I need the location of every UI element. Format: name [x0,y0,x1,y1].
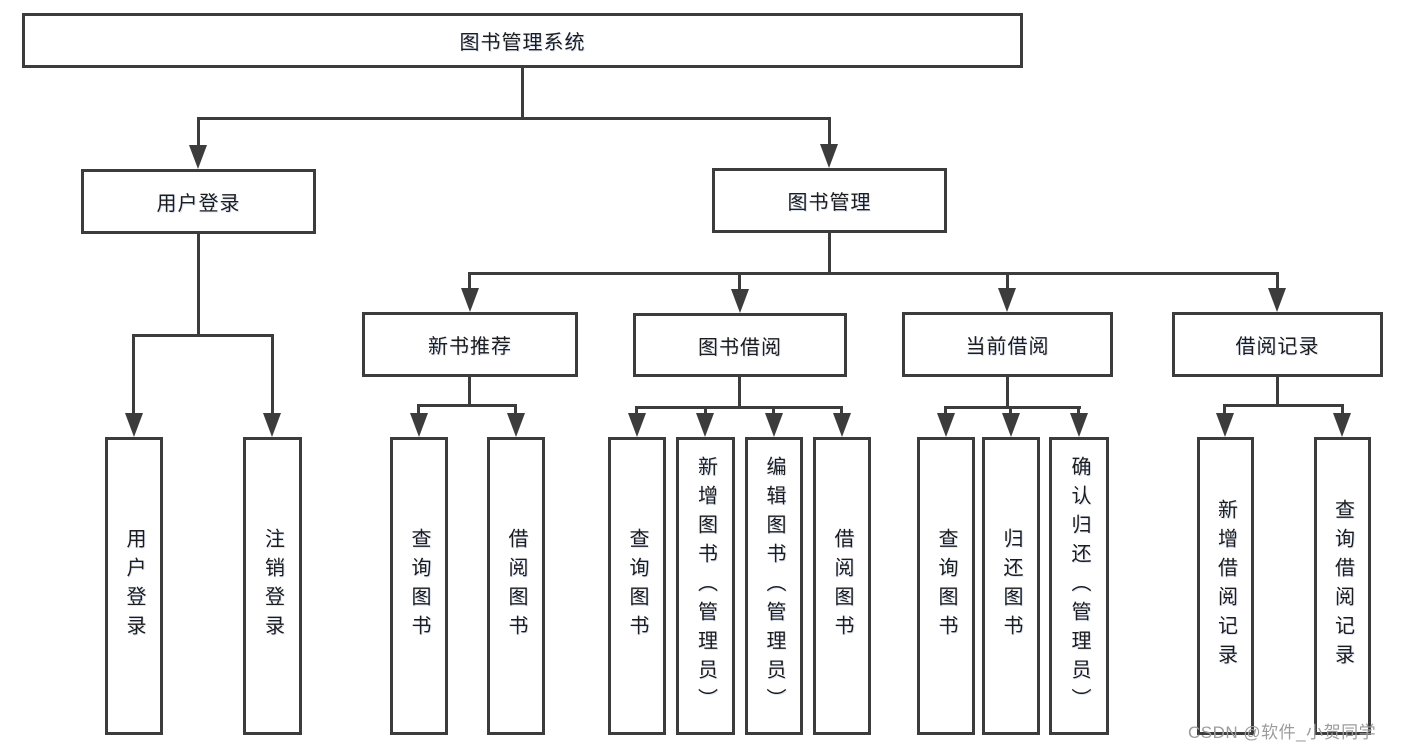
connector-line [1276,377,1279,407]
arrow-down-icon [765,413,783,437]
connector-line [417,404,420,416]
node-label: 用户登录 [123,528,145,644]
arrow-down-icon [125,413,143,437]
connector-line [417,404,517,407]
connector-line [132,334,135,415]
connector-line [468,377,471,407]
node-label: 确认归还（管理员） [1068,455,1090,717]
arrow-down-icon [696,413,714,437]
connector-line [828,117,831,146]
node-borrow-records: 借阅记录 [1172,312,1383,377]
node-new-book-recommend: 新书推荐 [362,312,578,377]
watermark: CSDN @软件_小贺同学 [1188,723,1377,742]
node-label: 图书管理系统 [459,32,586,54]
node-book-borrow: 图书借阅 [633,313,847,377]
arrow-down-icon [461,288,479,312]
leaf-logout: 注销登录 [243,437,302,735]
node-label: 用户登录 [156,193,241,215]
leaf-records-add-record: 新增借阅记录 [1197,437,1254,735]
arrow-down-icon [263,413,281,437]
node-label: 新增借阅记录 [1214,499,1237,673]
leaf-borrow-add-books-admin: 新增图书（管理员） [676,437,735,735]
connector-line [1341,404,1344,416]
connector-line [1009,406,1012,416]
connector-line [514,404,517,416]
connector-line [132,334,274,337]
connector-line [1223,404,1226,416]
leaf-records-query-record: 查询借阅记录 [1314,437,1371,735]
arrow-down-icon [1070,413,1088,437]
leaf-current-query-books: 查询图书 [917,437,975,735]
connector-line [1223,404,1344,407]
node-user-login: 用户登录 [81,169,316,234]
connector-line [1276,272,1279,290]
leaf-borrow-borrow-books: 借阅图书 [813,437,871,735]
node-label: 新书推荐 [428,336,512,358]
node-library-management-system: 图书管理系统 [22,13,1023,68]
leaf-user-login: 用户登录 [105,437,163,735]
arrow-down-icon [731,289,749,313]
leaf-current-return-books: 归还图书 [982,437,1040,735]
node-label: 当前借阅 [965,336,1050,358]
connector-line [944,406,1081,409]
leaf-recommend-borrow-books: 借阅图书 [487,437,545,735]
connector-line [828,233,831,274]
connector-line [738,272,741,291]
connector-line [197,117,831,120]
node-label: 图书借阅 [698,336,782,359]
connector-line [944,406,947,416]
arrow-down-icon [1002,413,1020,437]
connector-line [635,406,638,416]
node-label: 借阅图书 [505,528,527,644]
node-label: 借阅记录 [1235,336,1320,358]
leaf-recommend-query-books: 查询图书 [390,437,448,735]
connector-line [1077,406,1080,416]
arrow-down-icon [998,288,1016,312]
connector-line [197,234,200,337]
node-label: 查询图书 [408,528,430,644]
connector-line [468,272,471,290]
node-label: 查询借阅记录 [1331,499,1354,673]
node-book-management: 图书管理 [712,168,947,233]
node-label: 注销登录 [261,528,284,644]
connector-line [635,406,843,409]
connector-line [521,68,524,118]
node-label: 查询图书 [626,528,648,644]
arrow-down-icon [410,413,428,437]
node-label: 归还图书 [1000,528,1022,644]
connector-line [271,334,274,415]
connector-line [1006,377,1009,408]
connector-line [468,272,1279,275]
node-label: 借阅图书 [831,528,853,644]
connector-line [738,377,741,408]
connector-line [1006,272,1009,290]
connector-line [772,406,775,416]
arrow-down-icon [1216,413,1234,437]
arrow-down-icon [507,413,525,437]
arrow-down-icon [1268,288,1286,312]
arrow-down-icon [833,413,851,437]
arrow-down-icon [937,413,955,437]
connector-line [704,406,707,416]
leaf-current-confirm-return-admin: 确认归还（管理员） [1049,437,1109,735]
leaf-borrow-query-books: 查询图书 [608,437,666,735]
node-current-borrow: 当前借阅 [902,312,1113,377]
connector-line [840,406,843,416]
node-label: 编辑图书（管理员） [763,455,785,717]
node-label: 图书管理 [787,192,872,214]
arrow-down-icon [628,413,646,437]
node-label: 查询图书 [935,528,957,644]
arrow-down-icon [1333,413,1351,437]
arrow-down-icon [820,144,838,168]
connector-line [197,117,200,147]
arrow-down-icon [189,145,207,169]
leaf-borrow-edit-books-admin: 编辑图书（管理员） [745,437,803,735]
node-label: 新增图书（管理员） [694,455,717,717]
